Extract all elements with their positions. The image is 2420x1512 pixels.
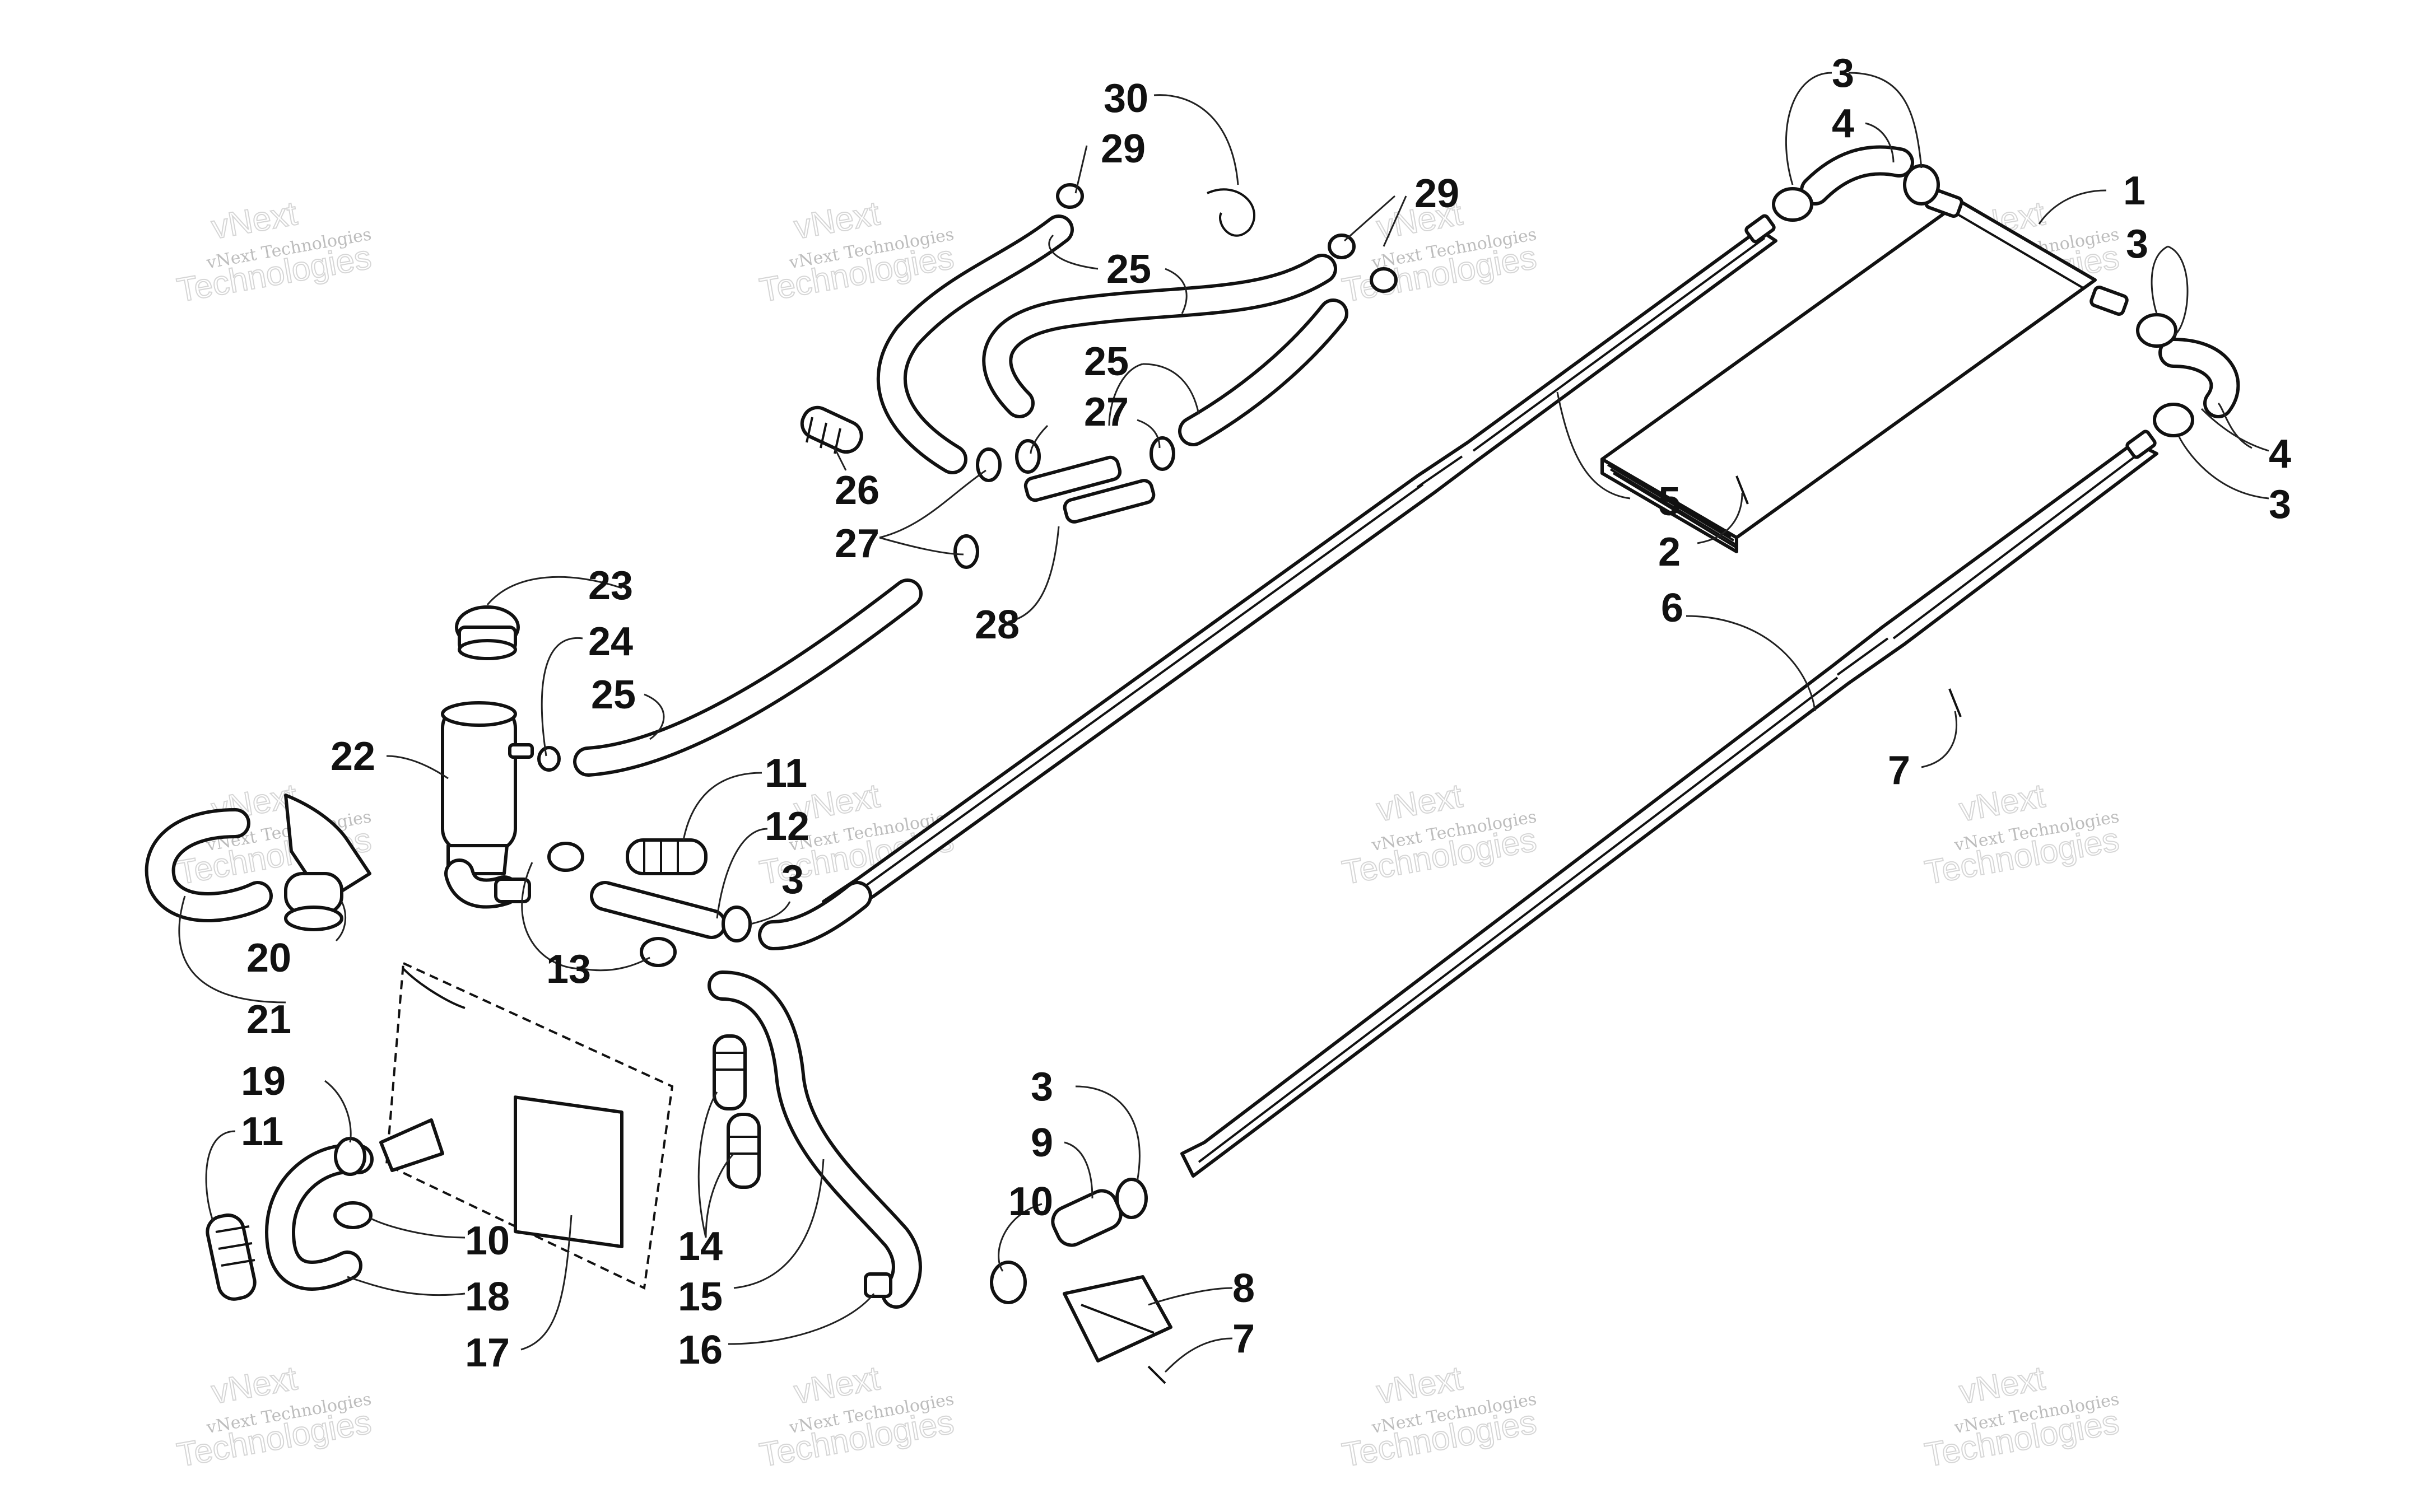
- watermark: vNext vNext Technologies Technologies: [1921, 1359, 2123, 1474]
- callout-12: 12: [765, 804, 809, 849]
- svg-text:vNext: vNext: [208, 1359, 300, 1411]
- callout-3: 3: [2126, 222, 2148, 267]
- hose-part-14: [713, 1034, 761, 1189]
- hose-part-26: [800, 405, 863, 454]
- callout-3: 3: [2269, 482, 2291, 527]
- watermark: vNext vNext Technologies Technologies: [756, 194, 957, 310]
- callout-10: 10: [465, 1219, 510, 1263]
- hose-part-11-upper: [626, 838, 708, 875]
- callout-2: 2: [1658, 530, 1681, 575]
- clamp-part-13-a: [547, 842, 584, 872]
- callout-18: 18: [465, 1275, 510, 1319]
- fitting-part-16: [864, 1272, 892, 1298]
- svg-text:vNext: vNext: [791, 1359, 882, 1411]
- leader-lines: [178, 72, 2269, 1373]
- callout-20: 20: [246, 936, 291, 981]
- clamp-part-3-mid: [722, 906, 752, 942]
- screw-part-7-bottom: [1147, 1365, 1166, 1384]
- callout-3: 3: [781, 857, 804, 902]
- hose-part-18: [265, 1143, 374, 1291]
- callout-16: 16: [678, 1328, 723, 1373]
- bracket-part-21: [145, 808, 273, 922]
- hose-part-11-lower: [206, 1213, 257, 1301]
- callout-5: 5: [1658, 479, 1681, 524]
- clamp-part-3-right-lower: [2153, 403, 2194, 437]
- watermark: vNext vNext Technologies Technologies: [1339, 776, 1540, 892]
- hose-part-3-mid: [758, 881, 872, 950]
- fitting-part-19: [379, 1118, 444, 1172]
- callout-27: 27: [1084, 390, 1129, 435]
- clamp-part-3-top-left: [1772, 187, 1813, 222]
- svg-text:vNext: vNext: [791, 194, 882, 246]
- callout-27: 27: [835, 521, 879, 566]
- callout-22: 22: [331, 734, 375, 779]
- callout-4: 4: [1832, 101, 1854, 146]
- callout-3: 3: [1832, 51, 1854, 96]
- svg-text:vNext: vNext: [1374, 777, 1465, 829]
- callout-13: 13: [546, 947, 591, 992]
- callout-15: 15: [678, 1275, 723, 1319]
- callout-24: 24: [588, 619, 633, 664]
- reservoir-cap-part-23: [455, 605, 520, 660]
- svg-text:vNext: vNext: [208, 194, 300, 246]
- screw-part-7-right: [1948, 688, 1962, 717]
- callout-14: 14: [678, 1224, 723, 1269]
- hose-assembly-top: [573, 183, 1398, 777]
- watermark: vNext vNext Technologies Technologies: [174, 1359, 375, 1474]
- elbow-part-4-right: [2158, 338, 2240, 418]
- svg-text:vNext: vNext: [1956, 777, 2047, 829]
- callout-25: 25: [1106, 247, 1151, 292]
- bracket-part-8: [1063, 1275, 1172, 1362]
- clamp-part-19: [334, 1137, 366, 1176]
- callout-26: 26: [835, 468, 879, 513]
- callout-3: 3: [1031, 1065, 1053, 1109]
- heat-exchanger-part-1: [1600, 188, 2129, 553]
- callout-4: 4: [2269, 432, 2291, 477]
- callout-28: 28: [975, 603, 1020, 647]
- hose-part-12: [590, 881, 727, 939]
- callout-21: 21: [246, 997, 291, 1042]
- callout-11: 11: [241, 1109, 283, 1154]
- clamp-part-3-top-right: [1903, 164, 1940, 206]
- svg-text:vNext: vNext: [1956, 1359, 2047, 1411]
- radiator-part-17: [385, 961, 674, 1290]
- callout-17: 17: [465, 1331, 510, 1375]
- screw-part-2: [1735, 475, 1749, 505]
- callout-1: 1: [2123, 169, 2146, 213]
- watermark: vNext vNext Technologies Technologies: [1921, 776, 2123, 892]
- tunnel-cooler-part-6: [1180, 430, 2158, 1178]
- callout-23: 23: [588, 563, 633, 608]
- callout-labels: 30 29 29 25 25 25 27 27 26 28 23 24 22 2…: [241, 51, 2291, 1375]
- callout-11: 11: [765, 751, 807, 796]
- exchanger-fins: [1607, 464, 1738, 549]
- callout-25: 25: [1084, 339, 1129, 384]
- callout-19: 19: [241, 1059, 286, 1104]
- clamp-part-3-right-upper: [2136, 313, 2177, 348]
- callout-7: 7: [1232, 1317, 1255, 1361]
- clamp-part-10-left: [333, 1201, 373, 1229]
- clamp-part-3-bottom: [1115, 1178, 1148, 1219]
- hose-part-15: [708, 970, 922, 1309]
- watermark: vNext vNext Technologies Technologies: [756, 1359, 957, 1474]
- boot-part-20: [284, 794, 371, 931]
- callout-8: 8: [1232, 1266, 1255, 1311]
- clamp-part-13-b: [640, 937, 677, 967]
- watermark: vNext vNext Technologies Technologies: [174, 194, 375, 310]
- coupler-part-9: [1051, 1189, 1123, 1247]
- svg-text:vNext: vNext: [1374, 1359, 1465, 1411]
- callout-30: 30: [1104, 76, 1148, 121]
- callout-7: 7: [1888, 748, 1910, 793]
- callout-29: 29: [1414, 171, 1459, 216]
- elbow-part-4-top: [1800, 145, 1914, 206]
- coolant-reservoir-part-22: [441, 701, 534, 909]
- callout-25: 25: [591, 673, 636, 717]
- watermark: vNext vNext Technologies Technologies: [1339, 1359, 1540, 1474]
- clamp-part-10-bottom: [990, 1261, 1027, 1304]
- callout-6: 6: [1661, 586, 1683, 631]
- callout-9: 9: [1031, 1121, 1053, 1165]
- clamp-part-24: [537, 746, 561, 772]
- callout-10: 10: [1008, 1179, 1053, 1224]
- callout-29: 29: [1101, 127, 1146, 171]
